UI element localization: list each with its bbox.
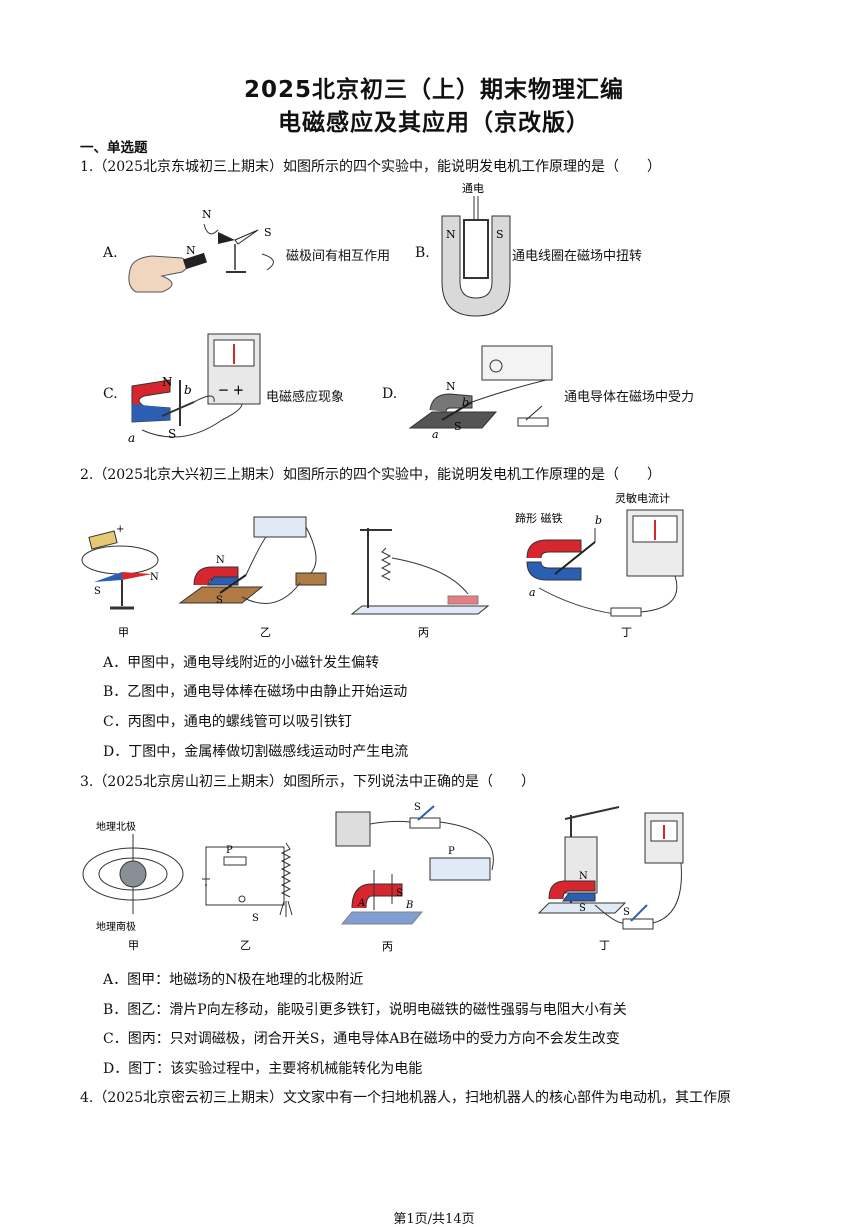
q3-option-d: D．图丁：该实验过程中，主要将机械能转化为电能: [103, 1061, 423, 1077]
q1a-n-label: N: [202, 208, 212, 221]
q2-fig-label-bing: 丙: [418, 626, 429, 639]
page-footer: 第1页/共14页: [393, 1212, 475, 1227]
q1-option-b-caption: 通电线圈在磁场中扭转: [512, 249, 643, 264]
q2-fig-label-yi: 乙: [260, 626, 271, 639]
q1b-n-label: N: [446, 228, 456, 241]
question-3-stem: 3.（2025北京房山初三上期末）如图所示，下列说法中正确的是（ ）: [80, 774, 535, 790]
q2ding-a-label: a: [529, 586, 536, 599]
q1d-s-label: S: [454, 420, 462, 433]
q3-figure-bing: S P S B A 丙: [335, 802, 494, 953]
q1d-b-label: b: [462, 396, 469, 409]
q1-option-a-letter: A.: [103, 245, 118, 261]
q3jia-south-label: 地理南极: [96, 920, 136, 933]
q3ding-s-label: S: [579, 903, 586, 914]
q1c-s-label: S: [168, 427, 176, 441]
page-subtitle: 电磁感应及其应用（京改版）: [278, 110, 590, 136]
q1-figure-c: － ＋ N S a b: [128, 333, 261, 445]
svg-text:－ ＋: － ＋: [218, 384, 244, 397]
section-heading: 一、单选题: [80, 140, 148, 156]
q3-figure-jia: 地理北极 地理南极 甲: [82, 820, 184, 952]
q2-figure-ding: 灵敏电流计 蹄形 磁铁 b a 丁: [515, 491, 684, 639]
q2-option-b: B．乙图中，通电导体棒在磁场中由静止开始运动: [103, 684, 408, 700]
q3-figure-yi: P S 乙: [202, 842, 293, 952]
q2ding-meter-label: 灵敏电流计: [615, 491, 670, 505]
q2-option-a: A．甲图中，通电导线附近的小磁针发生偏转: [103, 655, 380, 671]
q3yi-s-label: S: [252, 913, 259, 924]
q1a-s-label: S: [264, 226, 272, 239]
q1c-n-label: N: [162, 375, 173, 389]
q1b-s-label: S: [496, 228, 504, 241]
q2ding-hoof-label: 蹄形 磁铁: [515, 511, 563, 525]
q1-option-b-letter: B.: [415, 245, 430, 261]
q3-fig-label-bing: 丙: [382, 940, 393, 953]
q1-figure-d: N S a b: [408, 345, 553, 440]
q3-figure-ding: N S S 丁: [537, 806, 684, 952]
q3jia-north-label: 地理北极: [96, 820, 136, 833]
q2ding-b-label: b: [595, 514, 602, 527]
q1c-a-label: a: [128, 431, 135, 445]
q2yi-n-label: N: [216, 555, 225, 566]
q3bing-s2-label: S: [396, 888, 403, 899]
question-1-stem: 1.（2025北京东城初三上期末）如图所示的四个实验中，能说明发电机工作原理的是…: [80, 159, 661, 175]
q1-option-c-letter: C.: [103, 386, 118, 402]
q2jia-s-label: S: [94, 586, 101, 597]
question-2-stem: 2.（2025北京大兴初三上期末）如图所示的四个实验中，能说明发电机工作原理的是…: [80, 467, 661, 483]
q3bing-p-label: P: [448, 846, 455, 857]
q3bing-b-label: B: [405, 900, 413, 911]
q1-option-d-letter: D.: [382, 386, 398, 402]
q2jia-n-label: N: [150, 572, 159, 583]
q3-option-a: A．图甲：地磁场的N极在地理的北极附近: [103, 972, 364, 988]
q1-option-c-caption: 电磁感应现象: [266, 390, 345, 405]
q2-fig-label-jia: 甲: [118, 626, 129, 639]
q3-option-c: C．图丙：只对调磁极，闭合开关S，通电导体AB在磁场中的受力方向不会发生改变: [103, 1031, 620, 1047]
q3bing-s-label: S: [414, 802, 421, 813]
q1d-n-label: N: [446, 380, 456, 393]
q3yi-p-label: P: [226, 845, 233, 856]
q1-figure-a: N S N: [128, 208, 274, 293]
q3-fig-label-yi: 乙: [240, 939, 251, 952]
q1a-n2-label: N: [186, 244, 196, 257]
q1b-top-label: 通电: [462, 182, 484, 195]
q2-option-c: C．丙图中，通电的螺线管可以吸引铁钉: [103, 714, 352, 730]
q2-option-d: D．丁图中，金属棒做切割磁感线运动时产生电流: [103, 744, 409, 760]
q3ding-n-label: N: [579, 871, 588, 882]
svg-text:+: +: [116, 524, 124, 535]
q2yi-s-label: S: [216, 595, 223, 606]
q3ding-s2-label: S: [623, 907, 630, 918]
q2-figure-yi: N S 乙: [178, 516, 327, 639]
q2-figure-bing: 丙: [350, 528, 490, 639]
question-4-stem: 4.（2025北京密云初三上期末）文文家中有一个扫地机器人，扫地机器人的核心部件…: [80, 1090, 731, 1106]
q2-figure-jia: + S N 甲: [81, 524, 159, 639]
q3-option-b: B．图乙：滑片P向左移动，能吸引更多铁钉，说明电磁铁的磁性强弱与电阻大小有关: [103, 1002, 627, 1018]
q2-fig-label-ding: 丁: [621, 626, 632, 639]
q1-figure-b: 通电 N S: [441, 182, 511, 317]
q1c-b-label: b: [184, 383, 192, 397]
q3bing-a-label: A: [357, 898, 365, 909]
q1-option-d-caption: 通电导体在磁场中受力: [564, 390, 695, 405]
page-title: 2025北京初三（上）期末物理汇编: [243, 77, 624, 103]
q3-fig-label-ding: 丁: [599, 939, 610, 952]
q3-fig-label-jia: 甲: [128, 939, 139, 952]
q1-option-a-caption: 磁极间有相互作用: [286, 249, 391, 264]
q1d-a-label: a: [432, 428, 439, 440]
